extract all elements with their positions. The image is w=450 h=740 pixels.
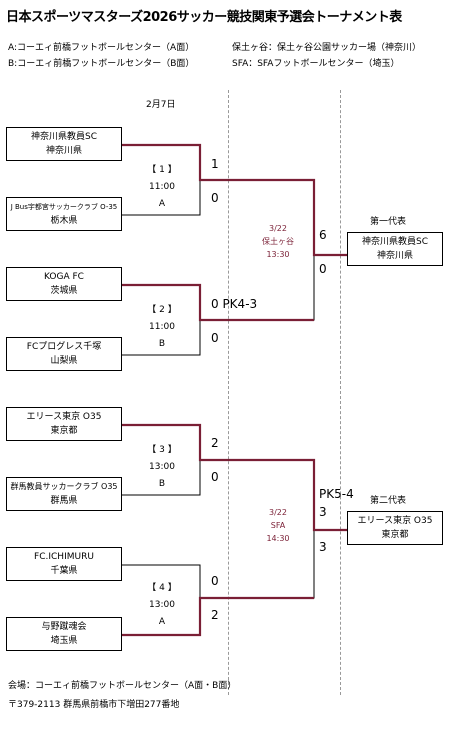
- winner-prefecture: 神奈川県: [376, 251, 413, 261]
- final-date: 3/22: [269, 508, 287, 517]
- team-name: KOGA FC: [44, 272, 84, 282]
- page-title: 日本スポーツマスターズ2026サッカー競技関東予選会トーナメント表: [6, 10, 402, 25]
- rep-label-1: 第一代表: [370, 217, 407, 227]
- footer-venue: 会場：コーエィ前橋フットボールセンター（A面・B面）: [8, 681, 237, 691]
- score-f1-top: 6: [319, 228, 327, 242]
- winner-box-2: エリース東京 O35 東京都: [347, 511, 443, 545]
- match-time: 13:00: [149, 600, 175, 610]
- team-box-7: FC.ICHIMURU 千葉県: [6, 547, 122, 581]
- team-prefecture: 神奈川県: [45, 146, 82, 156]
- final-date: 3/22: [269, 224, 287, 233]
- footer-address: 〒379-2113 群馬県前橋市下増田277番地: [8, 700, 180, 710]
- team-name: 群馬教員サッカークラブ O35: [10, 482, 118, 491]
- team-box-6: 群馬教員サッカークラブ O35 群馬県: [6, 477, 122, 511]
- final-venue-2: 3/22 SFA 14:30: [238, 506, 318, 545]
- venue-note-sfa: SFA：SFAフットボールセンター（埼玉）: [232, 59, 400, 69]
- winner-name: 神奈川県教員SC: [362, 237, 428, 247]
- team-prefecture: 栃木県: [50, 216, 78, 226]
- match-label: 【 3 】: [147, 445, 177, 455]
- match-time: 13:00: [149, 462, 175, 472]
- match-time: 11:00: [149, 322, 175, 332]
- team-prefecture: 東京都: [50, 426, 78, 436]
- match-info-3: 【 3 】 13:00 B: [122, 442, 202, 493]
- team-name: J Bus宇都宮サッカークラブ O-35: [10, 203, 118, 211]
- score-m1-bottom: 0: [211, 191, 219, 205]
- round1-date: 2月7日: [146, 100, 176, 110]
- score-m3-top: 2: [211, 436, 219, 450]
- team-prefecture: 山梨県: [50, 356, 78, 366]
- team-box-2: J Bus宇都宮サッカークラブ O-35 栃木県: [6, 197, 122, 231]
- match-label: 【 2 】: [147, 305, 177, 315]
- score-f2-top: 3: [319, 505, 327, 519]
- winner-name: エリース東京 O35: [357, 516, 433, 526]
- match-info-4: 【 4 】 13:00 A: [122, 580, 202, 631]
- score-f2-pk: PK5-4: [319, 487, 354, 501]
- match-field: B: [158, 479, 166, 489]
- column-divider-left: [228, 90, 229, 695]
- score-m4-bottom: 2: [211, 608, 219, 622]
- score-m4-top: 0: [211, 574, 219, 588]
- column-divider-right: [340, 90, 341, 695]
- score-m2-top: 0 PK4-3: [211, 297, 258, 311]
- match-info-1: 【 1 】 11:00 A: [122, 162, 202, 213]
- venue-note-hodogaya: 保土ヶ谷：保土ヶ谷公園サッカー場（神奈川）: [232, 43, 422, 53]
- score-f2-bottom: 3: [319, 540, 327, 554]
- match-label: 【 1 】: [147, 165, 177, 175]
- match-info-2: 【 2 】 11:00 B: [122, 302, 202, 353]
- rep-label-2: 第二代表: [370, 496, 407, 506]
- team-name: FCプログレス千塚: [26, 342, 102, 352]
- team-name: 神奈川県教員SC: [31, 132, 97, 142]
- team-box-5: エリース東京 O35 東京都: [6, 407, 122, 441]
- match-label: 【 4 】: [147, 583, 177, 593]
- final-time: 13:30: [266, 250, 290, 259]
- venue-note-b: B:コーエィ前橋フットボールセンター（B面）: [8, 59, 195, 69]
- match-field: A: [158, 199, 166, 209]
- final-venue: SFA: [270, 521, 286, 530]
- team-name: エリース東京 O35: [26, 412, 102, 422]
- team-box-1: 神奈川県教員SC 神奈川県: [6, 127, 122, 161]
- team-box-8: 与野蹴魂会 埼玉県: [6, 617, 122, 651]
- team-prefecture: 埼玉県: [50, 636, 78, 646]
- match-field: A: [158, 617, 166, 627]
- team-prefecture: 群馬県: [50, 496, 78, 506]
- team-box-4: FCプログレス千塚 山梨県: [6, 337, 122, 371]
- winner-box-1: 神奈川県教員SC 神奈川県: [347, 232, 443, 266]
- score-m2-bottom: 0: [211, 331, 219, 345]
- final-time: 14:30: [266, 534, 290, 543]
- score-m3-bottom: 0: [211, 470, 219, 484]
- team-box-3: KOGA FC 茨城県: [6, 267, 122, 301]
- team-name: 与野蹴魂会: [41, 622, 87, 632]
- match-field: B: [158, 339, 166, 349]
- venue-note-a: A:コーエィ前橋フットボールセンター（A面）: [8, 43, 195, 53]
- final-venue-1: 3/22 保土ヶ谷 13:30: [238, 222, 318, 261]
- score-f1-bottom: 0: [319, 262, 327, 276]
- team-prefecture: 茨城県: [50, 286, 78, 296]
- winner-prefecture: 東京都: [381, 530, 409, 540]
- final-venue: 保土ヶ谷: [262, 237, 294, 246]
- team-name: FC.ICHIMURU: [34, 552, 94, 562]
- match-time: 11:00: [149, 182, 175, 192]
- team-prefecture: 千葉県: [50, 566, 78, 576]
- score-m1-top: 1: [211, 157, 219, 171]
